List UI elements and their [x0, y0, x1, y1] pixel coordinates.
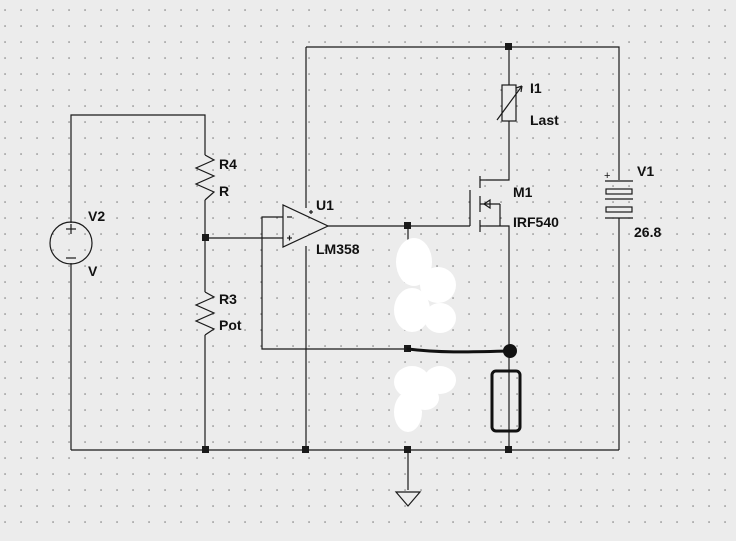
i1-current-source-symbol[interactable]: [496, 84, 523, 122]
m1-ref-label: M1: [513, 184, 533, 200]
u1-value-label: LM358: [316, 241, 360, 257]
r3-resistor-symbol[interactable]: [194, 291, 216, 336]
erased-region: [394, 238, 456, 432]
wire-source: [486, 225, 510, 450]
v2-source-symbol[interactable]: [49, 221, 93, 265]
wire-top: [306, 46, 620, 180]
wires: [70, 46, 620, 490]
u1-ref-label: U1: [316, 197, 334, 213]
m1-value-label: IRF540: [513, 214, 559, 230]
handdrawn-wire: [406, 347, 512, 354]
r4-ref-label: R4: [219, 156, 237, 172]
m1-mosfet-symbol[interactable]: [469, 176, 501, 232]
v1-battery-symbol[interactable]: [605, 180, 633, 219]
i1-ref-label: I1: [530, 80, 542, 96]
i1-value-label: Last: [530, 112, 559, 128]
handdrawn-node-dot: [503, 344, 517, 358]
v2-ref-label: V2: [88, 208, 105, 224]
wire-i1-drain: [486, 121, 510, 181]
r3-ref-label: R3: [219, 291, 237, 307]
r4-resistor-symbol[interactable]: [194, 154, 216, 201]
v2-value-label: V: [88, 263, 98, 279]
v1-value-label: 26.8: [634, 224, 661, 240]
r4-value-label: R: [219, 183, 229, 199]
labels: V2 V R4 R R3 Pot U1 LM358 M1 IRF540 I1 L…: [88, 80, 661, 333]
v1-plus-sign: +: [604, 170, 610, 182]
wire-feedback: [261, 216, 408, 350]
ground-symbol: [394, 491, 422, 507]
u1-opamp-symbol[interactable]: [282, 204, 330, 248]
r3-value-label: Pot: [219, 317, 242, 333]
v1-ref-label: V1: [637, 163, 654, 179]
wire-v2-top: [70, 114, 206, 223]
handdrawn-shunt-box: [490, 369, 522, 433]
